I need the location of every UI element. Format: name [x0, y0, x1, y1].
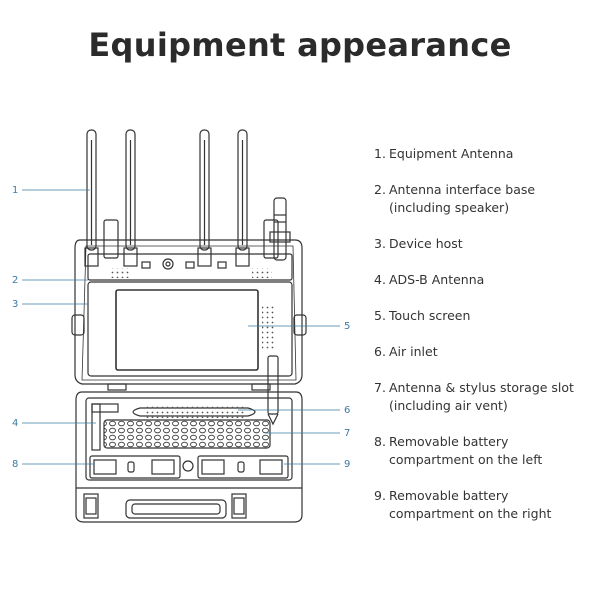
equipment-antenna-right-inner — [197, 129, 212, 267]
callout-9: 9 — [344, 459, 350, 470]
device-host — [87, 281, 293, 377]
legend-item: 6.Air inlet — [374, 344, 438, 359]
ads-b-antenna — [91, 403, 119, 451]
antenna-stylus-storage-slot — [103, 419, 271, 449]
antenna-bracket-right — [263, 219, 279, 259]
battery-compartment-left — [89, 455, 181, 479]
legend-item: 1.Equipment Antenna — [374, 146, 514, 161]
equipment-antenna-left-inner — [123, 129, 138, 267]
legend-item: 8.Removable battery compartment on the l… — [374, 434, 543, 467]
callout-2: 2 — [12, 275, 18, 286]
stylus-tip — [267, 413, 279, 426]
device-base — [75, 391, 303, 523]
antenna-interface-base — [87, 253, 293, 281]
touch-screen — [115, 289, 259, 371]
device-lid — [71, 239, 307, 385]
stylus — [267, 355, 279, 415]
callout-6: 6 — [344, 405, 350, 416]
callout-4: 4 — [12, 418, 18, 429]
page-title: Equipment appearance — [88, 26, 512, 64]
battery-compartment-right — [197, 455, 289, 479]
antenna-bracket-left — [103, 219, 119, 259]
callout-3: 3 — [12, 299, 18, 310]
equipment-antenna-right-outer — [235, 129, 250, 267]
legend-item: 3.Device host — [374, 236, 463, 251]
callout-7: 7 — [344, 428, 350, 439]
legend-item: 2.Antenna interface base (including spea… — [374, 182, 536, 215]
legend-item: 5.Touch screen — [374, 308, 471, 323]
legend-item: 9.Removable battery compartment on the r… — [374, 488, 552, 521]
callout-8: 8 — [12, 459, 18, 470]
hinge — [107, 383, 271, 391]
legend-item: 4.ADS-B Antenna — [374, 272, 485, 287]
callout-1: 1 — [12, 185, 18, 196]
side-antenna — [269, 197, 291, 261]
callout-5: 5 — [344, 321, 350, 332]
legend-item: 7.Antenna & stylus storage slot (includi… — [374, 380, 574, 413]
